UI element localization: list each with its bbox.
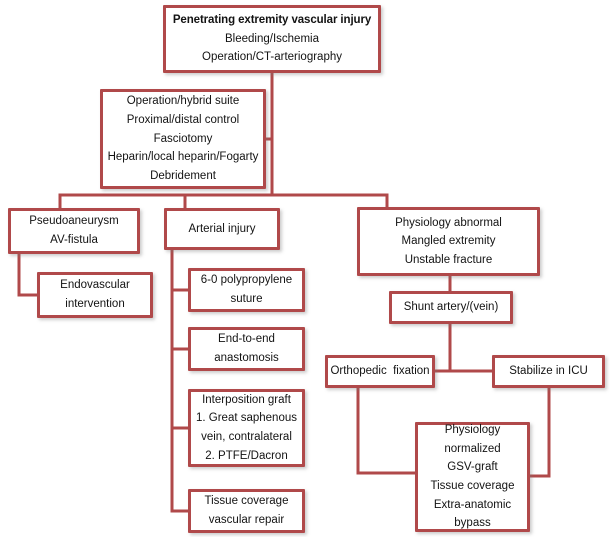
penetrating-injury-root-line-2: Bleeding/Ischemia [225, 32, 319, 45]
initial-management-line-2: Proximal/distal control [126, 114, 240, 127]
interposition-graft-line-2: 1. Great saphenous [195, 412, 297, 425]
tissue-coverage-vascular-repair-line-2: vascular repair [208, 514, 285, 526]
end-to-end-anastomosis[interactable]: End-to-end anastomosis [188, 327, 305, 371]
stabilize-in-icu-line-1: Stabilize in ICU [509, 365, 588, 378]
penetrating-injury-root-line-3: Operation/CT-arteriography [202, 51, 342, 64]
interposition-graft-line-4: 2. PTFE/Dacron [205, 449, 288, 462]
physiology-normalized-line-3: GSV-graft [447, 461, 498, 474]
orthopedic-fixation-line-1: Orthopedic fixation [330, 365, 430, 378]
end-to-end-anastomosis-line-1: End-to-end [218, 333, 275, 346]
arterial-injury-line-1: Arterial injury [188, 222, 256, 235]
initial-management-line-5: Debridement [150, 169, 216, 182]
physiology-normalized-line-2: normalized [444, 442, 501, 455]
orthopedic-fixation[interactable]: Orthopedic fixation [325, 355, 435, 388]
physiology-abnormal-line-1: Physiology abnormal [395, 216, 502, 229]
tissue-coverage-vascular-repair-line-1: Tissue coverage [204, 495, 289, 508]
shunt-artery-vein[interactable]: Shunt artery/(vein) [389, 291, 513, 324]
polypropylene-suture[interactable]: 6-0 polypropylene suture [188, 268, 305, 312]
end-to-end-anastomosis-line-2: anastomosis [214, 352, 279, 364]
physiology-normalized-line-4: Tissue coverage [430, 480, 515, 492]
stabilize-in-icu[interactable]: Stabilize in ICU [492, 355, 605, 388]
endovascular-intervention-line-1: Endovascular [60, 279, 130, 292]
arterial-injury[interactable]: Arterial injury [164, 208, 280, 250]
orthopedic-to-physiology-normalized [356, 386, 417, 475]
pseudoaneurysm-to-endovascular [17, 252, 39, 297]
initial-management-line-1: Operation/hybrid suite [126, 95, 240, 108]
polypropylene-suture-line-1: 6-0 polypropylene [200, 274, 293, 287]
physiology-normalized-line-6: bypass [454, 517, 491, 530]
interposition-graft[interactable]: Interposition graft 1. Great saphenous vei… [188, 389, 305, 467]
pseudoaneurysm-av-fistula-line-2: AV-fistula [50, 234, 98, 246]
physiology-abnormal-line-3: Unstable fracture [404, 253, 493, 266]
interposition-graft-line-3: vein, contralateral [201, 431, 292, 443]
pseudoaneurysm-av-fistula-line-1: Pseudoaneurysm [29, 215, 119, 228]
physiology-normalized-line-5: Extra-anatomic [433, 498, 512, 511]
icu-to-physiology-normalized [528, 386, 551, 478]
initial-management-line-4: Heparin/local heparin/Fogarty [107, 151, 259, 164]
interposition-graft-line-1: Interposition graft [202, 393, 291, 406]
physiology-abnormal-line-2: Mangled extremity [401, 235, 496, 248]
endovascular-intervention-line-2: intervention [65, 298, 125, 310]
polypropylene-suture-line-2: suture [230, 293, 263, 305]
physiology-normalized-line-1: Physiology [444, 424, 501, 437]
initial-management-line-3: Fasciotomy [153, 132, 213, 145]
penetrating-injury-root-line-1: Penetrating extremity vascular injury [172, 14, 372, 27]
endovascular-intervention[interactable]: Endovascular intervention [37, 272, 153, 318]
shunt-to-orthopedic-and-icu [433, 322, 452, 373]
shunt-artery-vein-line-1: Shunt artery/(vein) [403, 301, 499, 314]
tissue-coverage-vascular-repair[interactable]: Tissue coverage vascular repair [188, 489, 305, 533]
